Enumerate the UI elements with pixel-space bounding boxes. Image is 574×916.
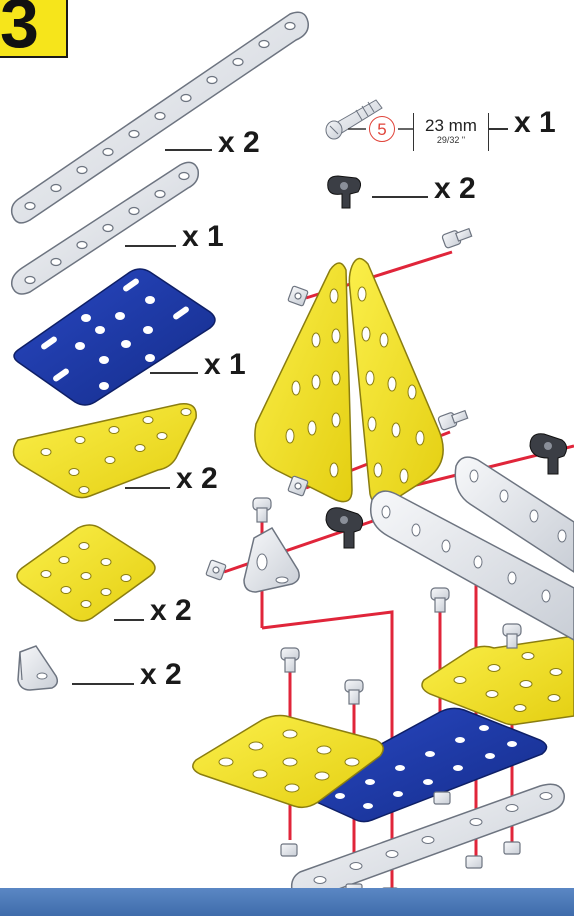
assembly-yellow-triangle-plate-front — [349, 258, 443, 504]
qty-long-strip: x 2 — [218, 126, 260, 160]
bolt-size-circled-number: 5 — [369, 116, 395, 142]
qty-angle-bracket: x 2 — [140, 658, 182, 692]
assembly-clip-right — [530, 434, 567, 474]
bolt-length-mm: 23 mm — [414, 116, 488, 136]
qty-blue-plate: x 1 — [204, 348, 246, 382]
blue-plate-part — [14, 269, 215, 405]
bolt-length-label: 23 mm 29/32 " — [413, 113, 489, 151]
medium-strip-part — [12, 162, 199, 294]
bolt-length-inches: 29/32 " — [414, 135, 488, 145]
angle-bracket-part — [18, 646, 57, 690]
yellow-triangle-plate-part — [13, 404, 196, 498]
yellow-square-plate-part — [17, 525, 155, 621]
qty-yellow-square-plate: x 2 — [150, 594, 192, 628]
clip-part — [328, 176, 361, 208]
assembly-clip-left — [326, 508, 363, 548]
assembly-angle-bracket — [244, 528, 299, 592]
qty-medium-strip: x 1 — [182, 220, 224, 254]
qty-bolt: x 1 — [514, 106, 556, 140]
qty-clip: x 2 — [434, 172, 476, 206]
footer-bar — [0, 888, 574, 916]
qty-yellow-triangle-plate: x 2 — [176, 462, 218, 496]
